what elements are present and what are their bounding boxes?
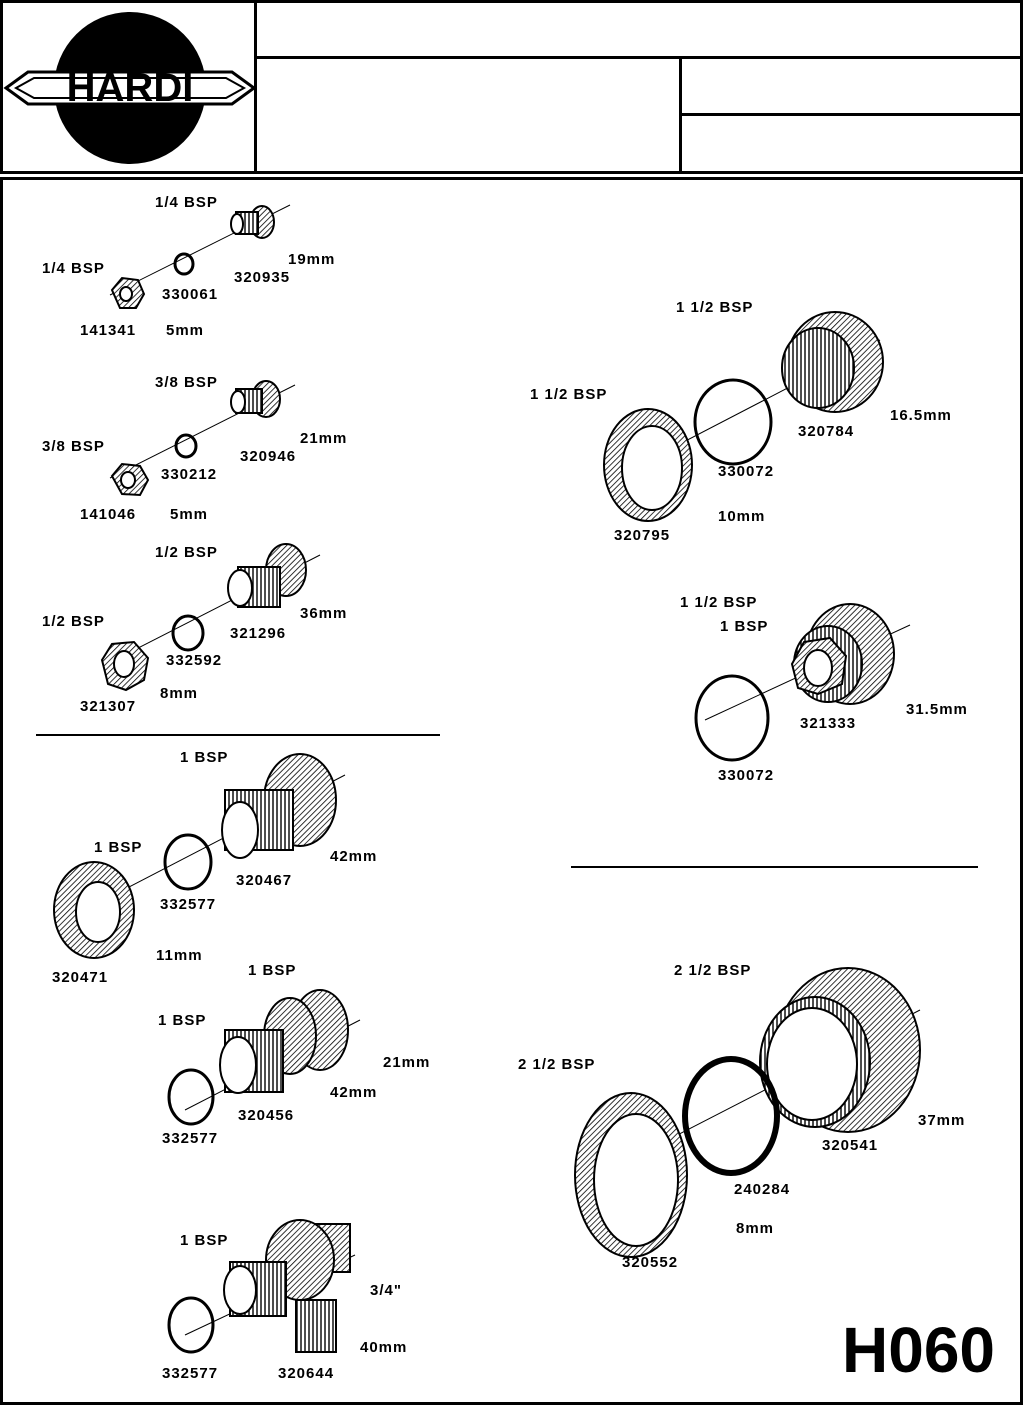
part-label: 141341 (80, 322, 137, 339)
part-332577-b (167, 1068, 215, 1126)
part-label: 1 BSP (94, 839, 143, 856)
part-332577-c (167, 1296, 215, 1354)
part-141046 (110, 462, 150, 497)
part-label: 320467 (236, 872, 293, 889)
part-321296 (227, 543, 307, 608)
part-320795 (603, 408, 693, 522)
header-frame (0, 0, 1023, 174)
part-label: 321333 (800, 715, 857, 732)
part-label: 2 1/2 BSP (674, 962, 752, 979)
dimension-label: 31.5mm (906, 701, 968, 718)
part-label: 321307 (80, 698, 137, 715)
dimension-label: 40mm (360, 1339, 408, 1356)
dimension-label: 11mm (156, 947, 203, 964)
part-label: 141046 (80, 506, 137, 523)
part-label: 320935 (234, 269, 291, 286)
part-332577-a (163, 833, 213, 891)
part-label: 240284 (734, 1181, 791, 1198)
part-320552 (574, 1092, 688, 1258)
part-label: 330072 (718, 463, 775, 480)
part-label: 2 1/2 BSP (518, 1056, 596, 1073)
dimension-label: 19mm (288, 251, 336, 268)
part-label: 1 1/2 BSP (530, 386, 608, 403)
dimension-label: 36mm (300, 605, 348, 622)
part-label: 1 1/2 BSP (680, 594, 758, 611)
part-321333 (790, 603, 895, 705)
part-320644 (223, 1219, 351, 1353)
section-divider-left (36, 734, 440, 736)
part-label: 320541 (822, 1137, 879, 1154)
part-label: 1/4 BSP (42, 260, 105, 277)
part-label: 1 BSP (720, 618, 769, 635)
part-label: 332592 (166, 652, 223, 669)
header-right-row-line (679, 113, 1023, 116)
part-label: 1 BSP (180, 749, 229, 766)
part-330212 (174, 433, 198, 459)
part-label: 320795 (614, 527, 671, 544)
part-label: 1/2 BSP (155, 544, 218, 561)
part-320456 (219, 989, 349, 1094)
dimension-label: 8mm (160, 685, 199, 702)
part-label: 1 1/2 BSP (676, 299, 754, 316)
part-320467 (221, 753, 337, 859)
part-label: 1 BSP (158, 1012, 207, 1029)
dimension-label: 42mm (330, 1084, 378, 1101)
section-divider-right (571, 866, 978, 868)
dimension-label: 21mm (300, 430, 348, 447)
dimension-label: 21mm (383, 1054, 431, 1071)
dimension-label: 42mm (330, 848, 378, 865)
dimension-label: 5mm (170, 506, 209, 523)
part-label: 1 BSP (180, 1232, 229, 1249)
part-330072-b (694, 674, 770, 762)
part-label: 330072 (718, 767, 775, 784)
header-divider-logo (254, 0, 257, 174)
part-label: 320946 (240, 448, 297, 465)
part-label: 1/4 BSP (155, 194, 218, 211)
header-title-row-line (254, 56, 1023, 59)
part-label: 321296 (230, 625, 287, 642)
part-330061 (173, 252, 195, 276)
part-label: 330212 (161, 466, 218, 483)
dimension-label: 10mm (718, 508, 766, 525)
dimension-label: 5mm (166, 322, 205, 339)
dimension-label: 8mm (736, 1220, 775, 1237)
part-320541 (759, 967, 921, 1133)
part-label: 3/8 BSP (42, 438, 105, 455)
dimension-label: 37mm (918, 1112, 966, 1129)
part-label: 320644 (278, 1365, 335, 1382)
part-141341 (110, 276, 146, 309)
hardi-logo: HARDI (3, 12, 257, 164)
part-320935 (230, 205, 275, 239)
part-320471 (53, 861, 135, 959)
part-label: 320456 (238, 1107, 295, 1124)
part-330072-a (693, 378, 773, 466)
part-label: 330061 (162, 286, 219, 303)
dimension-label: 3/4" (370, 1282, 402, 1299)
part-320946 (230, 380, 281, 418)
part-label: 1 BSP (248, 962, 297, 979)
part-320784 (781, 311, 884, 413)
part-label: 3/8 BSP (155, 374, 218, 391)
part-321307 (100, 640, 150, 692)
dimension-label: 16.5mm (890, 407, 952, 424)
sheet-code: H060 (842, 1314, 995, 1386)
part-label: 332577 (162, 1365, 219, 1382)
part-label: 320784 (798, 423, 855, 440)
part-332592 (171, 614, 205, 652)
part-label: 320471 (52, 969, 109, 986)
part-label: 332577 (160, 896, 217, 913)
part-label: 1/2 BSP (42, 613, 105, 630)
drawing-frame (0, 177, 1023, 1405)
part-240284 (682, 1056, 780, 1176)
part-label: 320552 (622, 1254, 679, 1271)
part-label: 332577 (162, 1130, 219, 1147)
logo-text: HARDI (67, 66, 194, 110)
